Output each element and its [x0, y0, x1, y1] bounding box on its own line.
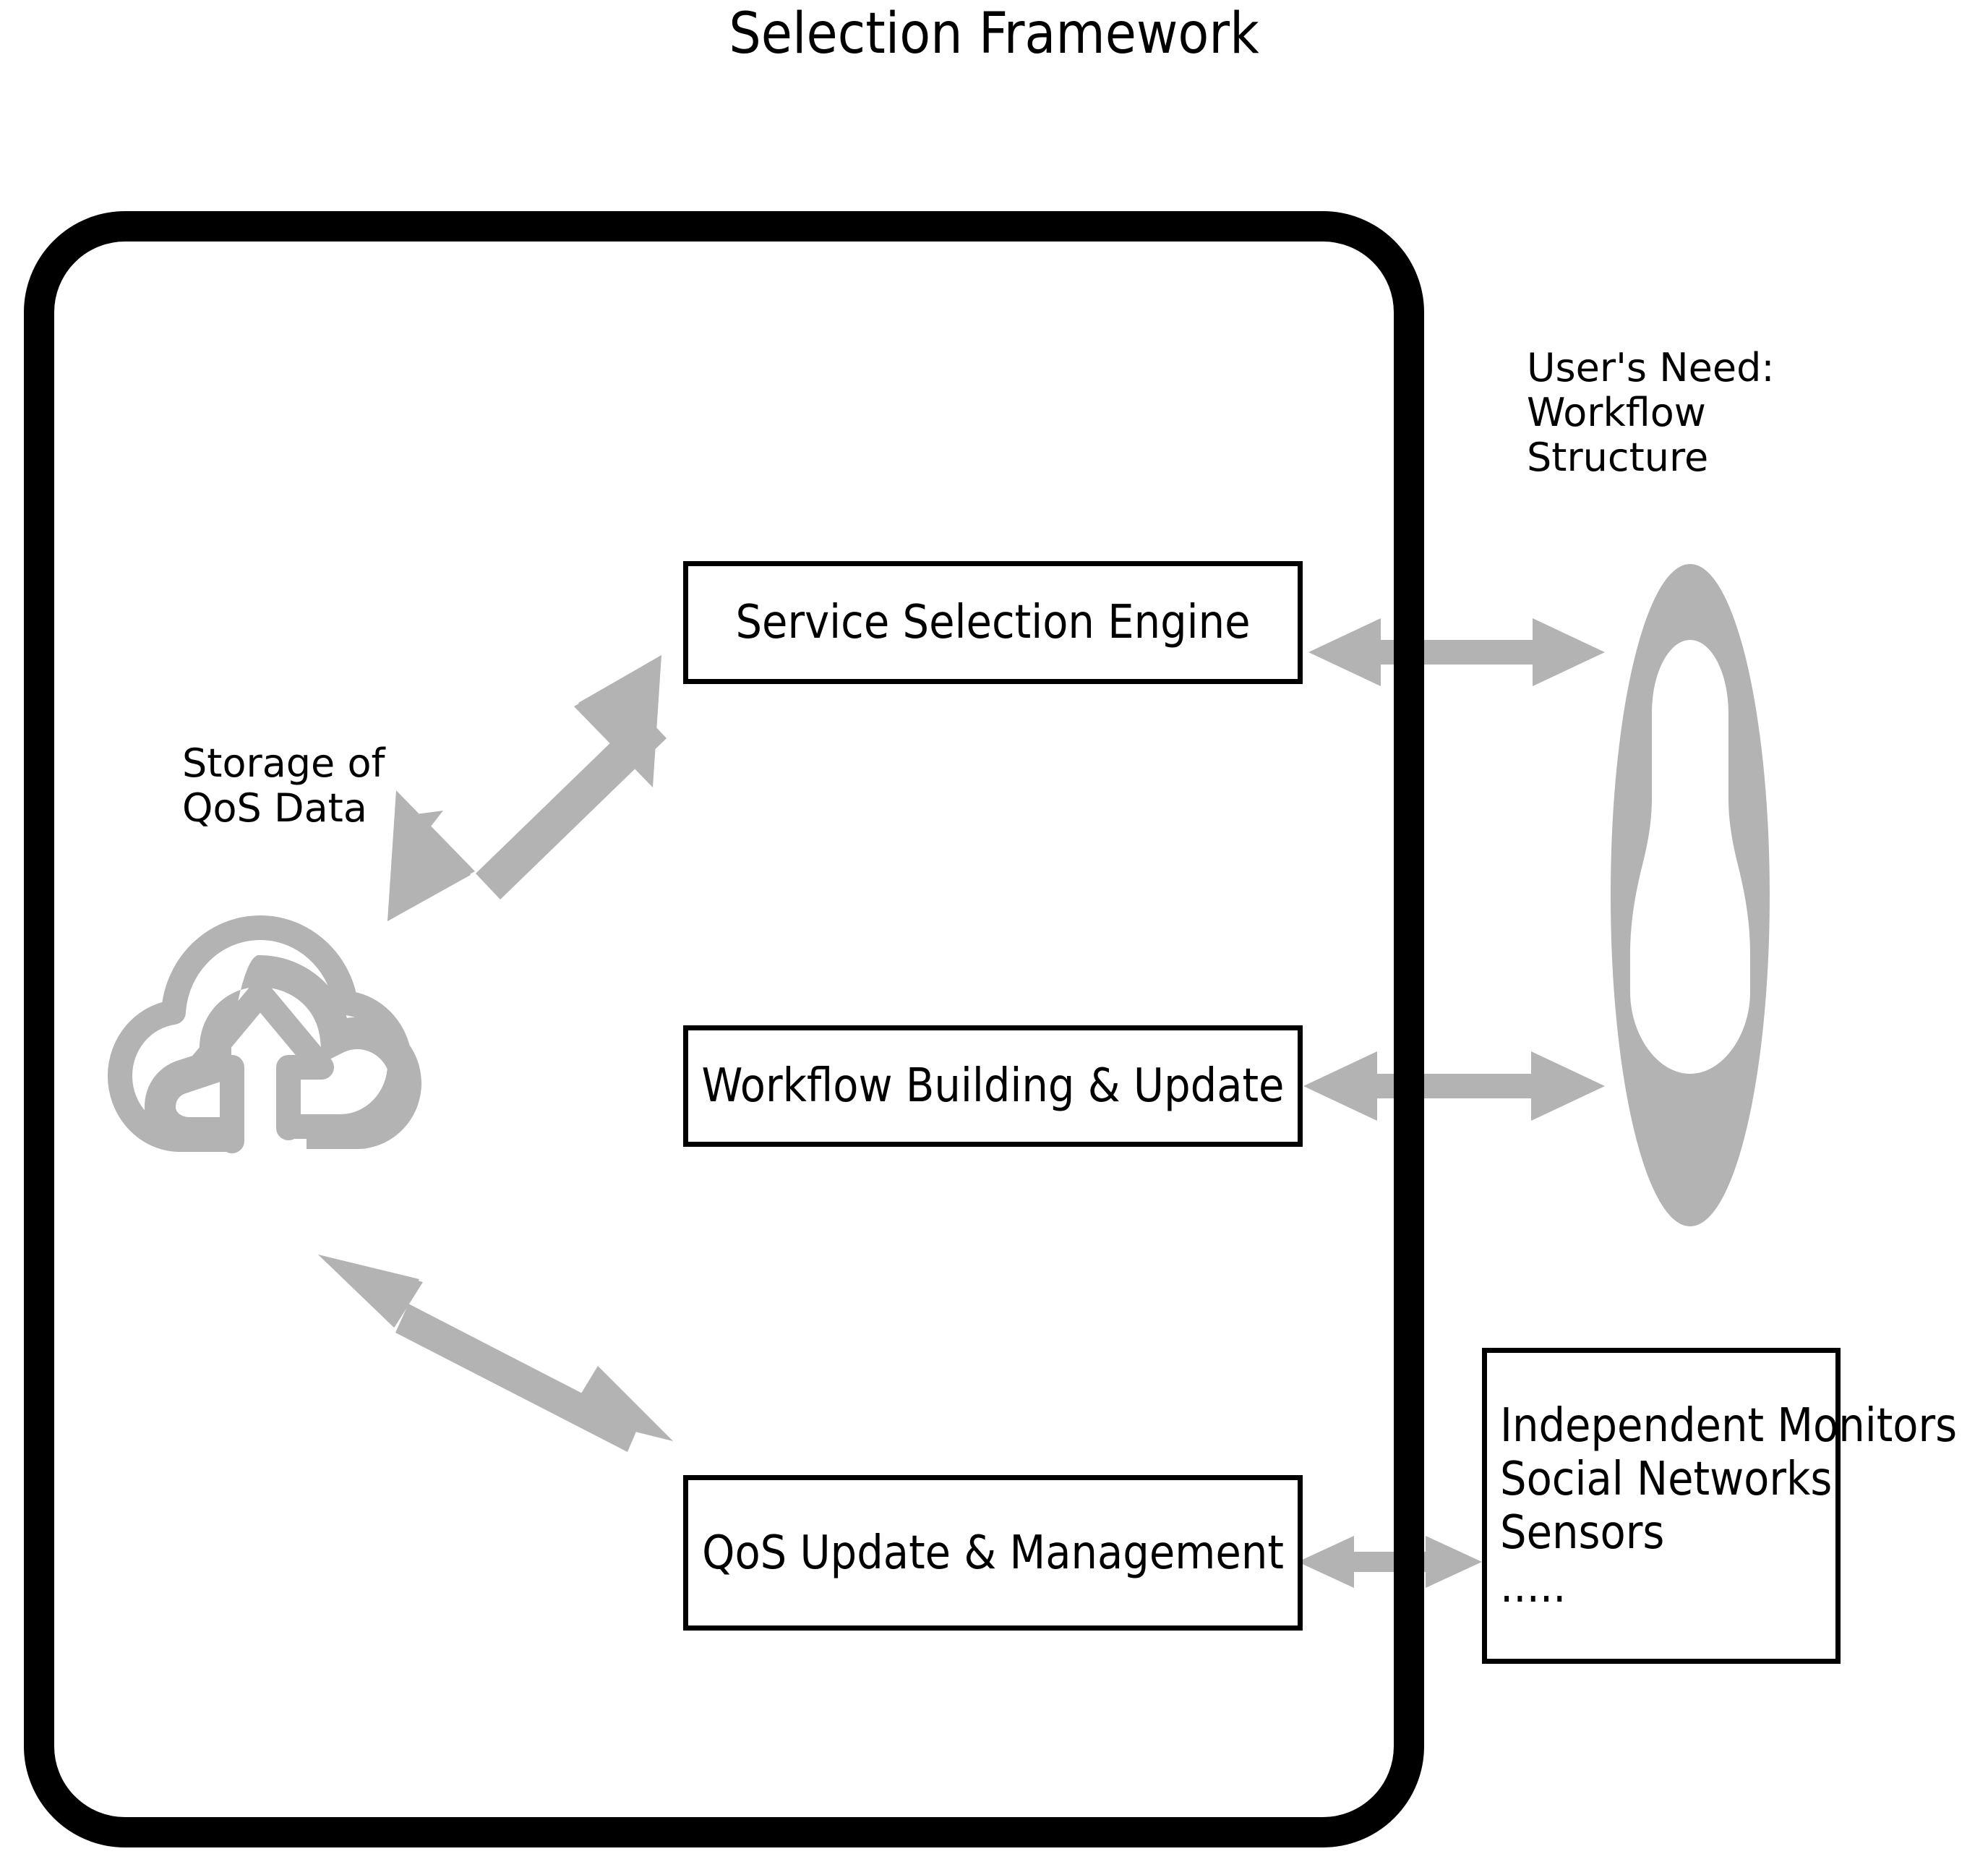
- arrow-workflow-building-to-user: [1303, 1051, 1605, 1121]
- box-external-data-sources[interactable]: Independent Monitors Social Networks Sen…: [1482, 1348, 1957, 1664]
- users-need-line-1: User's Need:: [1527, 345, 1775, 390]
- arrow-storage-to-service-selection-engine: [387, 655, 667, 921]
- box-service-selection-engine-label: Service Selection Engine: [735, 596, 1251, 649]
- box-service-selection-engine[interactable]: Service Selection Engine: [683, 561, 1303, 684]
- storage-of-qos-data-label: Storage of QoS Data: [182, 741, 385, 831]
- external-data-sources-list: Independent Monitors Social Networks Sen…: [1500, 1399, 1957, 1613]
- list-item: Sensors: [1500, 1505, 1665, 1560]
- storage-label-line-1: Storage of: [182, 740, 385, 786]
- box-workflow-building-update-label: Workflow Building & Update: [701, 1059, 1285, 1113]
- user-person-icon: [1611, 564, 1770, 1226]
- box-qos-update-management-label: QoS Update & Management: [702, 1526, 1284, 1580]
- cloud-upload-icon: [108, 915, 421, 1153]
- selection-framework-container: [24, 211, 1424, 1847]
- arrow-service-selection-engine-to-user: [1308, 618, 1605, 686]
- list-item: Independent Monitors: [1500, 1398, 1958, 1453]
- diagram-title-text: Selection Framework: [729, 1, 1259, 67]
- users-need-label: User's Need: Workflow Structure: [1527, 346, 1775, 480]
- users-need-line-3: Structure: [1527, 435, 1709, 480]
- box-qos-update-management[interactable]: QoS Update & Management: [683, 1475, 1303, 1631]
- list-item: Social Networks: [1500, 1452, 1833, 1506]
- arrow-storage-to-qos-update-management: [318, 1255, 673, 1452]
- arrow-qos-update-to-sources: [1298, 1536, 1482, 1588]
- storage-label-line-2: QoS Data: [182, 785, 367, 831]
- users-need-line-2: Workflow: [1527, 390, 1706, 435]
- box-workflow-building-update[interactable]: Workflow Building & Update: [683, 1025, 1303, 1147]
- diagram-title: Selection Framework: [0, 6, 1988, 62]
- list-item: .....: [1500, 1559, 1567, 1613]
